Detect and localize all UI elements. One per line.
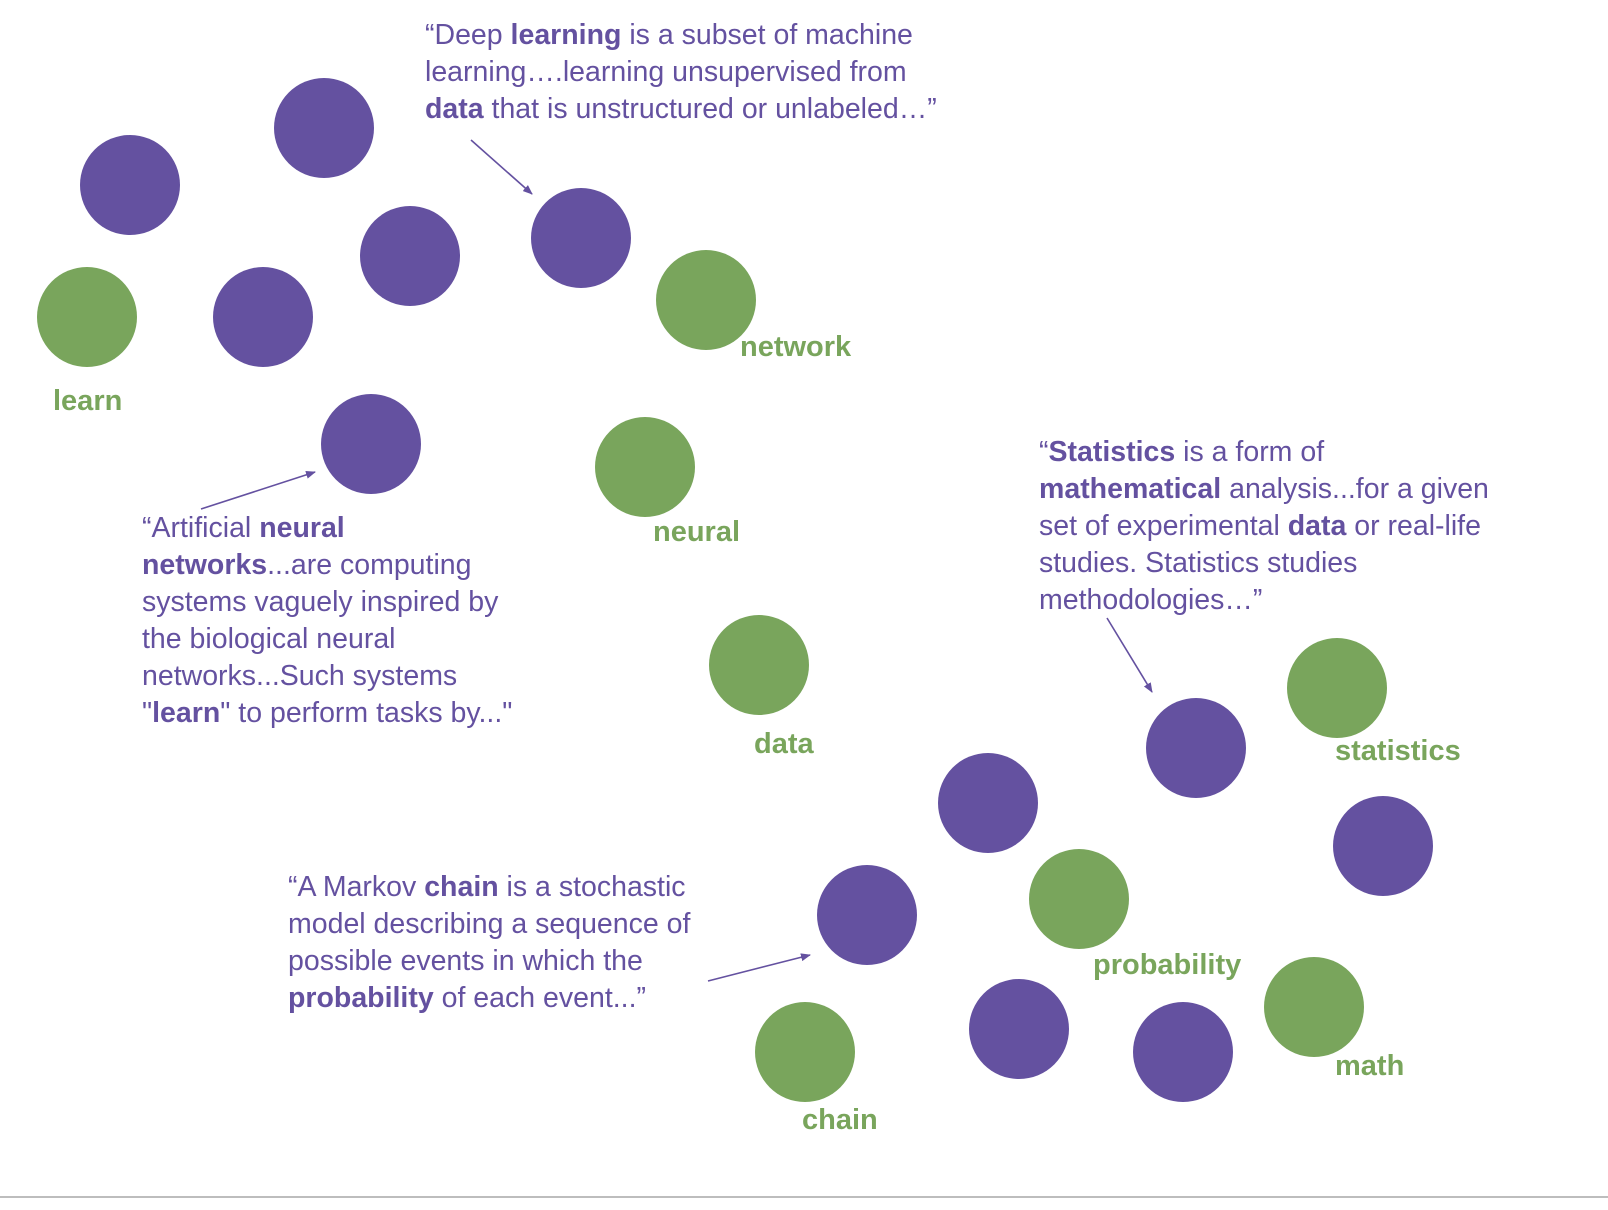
quote-line: probability of each event...”: [288, 980, 690, 1017]
arrow-markov-chain: [707, 953, 811, 982]
quote-text: the biological neural: [142, 623, 396, 655]
quote-line: set of experimental data or real-life: [1039, 508, 1489, 545]
arrow-deep-learning: [470, 139, 533, 195]
word-label-network: network: [740, 331, 852, 363]
quote-keyword: data: [425, 93, 484, 125]
word-node-network: [656, 250, 756, 350]
quote-text: is a stochastic: [498, 871, 686, 903]
quote-keyword: neural: [259, 512, 345, 544]
quote-text: that is unstructured or unlabeled…”: [483, 93, 937, 125]
word-label-statistics: statistics: [1335, 735, 1461, 767]
word-label-chain: chain: [802, 1104, 878, 1136]
arrow-statistics: [1106, 617, 1153, 693]
quote-text: “: [1039, 436, 1049, 468]
quote-keyword: Statistics: [1048, 436, 1176, 468]
quote-text: networks...Such systems: [142, 660, 458, 692]
quote-line: "learn" to perform tasks by...": [142, 695, 512, 732]
quote-text: model describing a sequence of: [288, 908, 691, 940]
quote-text: “Artificial: [142, 512, 260, 544]
quote-text: ": [142, 697, 153, 729]
quote-text: learning….learning unsupervised from: [425, 56, 907, 88]
quote-line: mathematical analysis...for a given: [1039, 471, 1489, 508]
document-node: [1133, 1002, 1233, 1102]
document-node: [969, 979, 1069, 1079]
quote-text: “A Markov: [288, 871, 425, 903]
quote-line: “Artificial neural: [142, 510, 512, 547]
quote-text: methodologies…”: [1039, 584, 1263, 616]
quote-line: studies. Statistics studies: [1039, 545, 1489, 582]
word-node-statistics: [1287, 638, 1387, 738]
quote-keyword: networks: [142, 549, 268, 581]
quote-line: data that is unstructured or unlabeled…”: [425, 91, 937, 128]
quote-text: is a subset of machine: [621, 19, 913, 51]
quote-keyword: learn: [152, 697, 221, 729]
bottom-divider: [0, 1196, 1608, 1198]
word-node-learn: [37, 267, 137, 367]
document-node-deep-learning: [531, 188, 631, 288]
word-node-data: [709, 615, 809, 715]
document-node: [274, 78, 374, 178]
quote-text: or real-life: [1346, 510, 1481, 542]
quote-text: ...are computing: [267, 549, 472, 581]
quote-keyword: chain: [424, 871, 499, 903]
word-label-probability: probability: [1093, 949, 1242, 981]
quote-text: is a form of: [1175, 436, 1325, 468]
document-node: [213, 267, 313, 367]
document-node: [80, 135, 180, 235]
quote-text: " to perform tasks by...": [220, 697, 513, 729]
quote-line: networks...are computing: [142, 547, 512, 584]
word-label-math: math: [1335, 1050, 1405, 1082]
arrow-neural-networks: [200, 470, 316, 510]
word-node-probability: [1029, 849, 1129, 949]
quote-line: “Deep learning is a subset of machine: [425, 17, 937, 54]
word-label-learn: learn: [53, 385, 123, 417]
quote-text: possible events in which the: [288, 945, 643, 977]
word-node-neural: [595, 417, 695, 517]
quote-line: systems vaguely inspired by: [142, 584, 512, 621]
quote-line: methodologies…”: [1039, 582, 1489, 619]
document-node: [360, 206, 460, 306]
document-node-statistics: [1146, 698, 1246, 798]
document-node-neural-networks: [321, 394, 421, 494]
quote-text: studies. Statistics studies: [1039, 547, 1358, 579]
quote-keyword: mathematical: [1039, 473, 1222, 505]
quote-keyword: probability: [288, 982, 434, 1014]
quote-line: “A Markov chain is a stochastic: [288, 869, 690, 906]
document-node: [1333, 796, 1433, 896]
quote-line: model describing a sequence of: [288, 906, 690, 943]
document-node: [938, 753, 1038, 853]
word-label-data: data: [754, 728, 814, 760]
quote-text: analysis...for a given: [1221, 473, 1489, 505]
quote-text: systems vaguely inspired by: [142, 586, 499, 618]
word-node-chain: [755, 1002, 855, 1102]
quote-text: of each event...”: [433, 982, 646, 1014]
document-node-markov-chain: [817, 865, 917, 965]
quote-keyword: learning: [510, 19, 622, 51]
quote-line: learning….learning unsupervised from: [425, 54, 937, 91]
word-node-math: [1264, 957, 1364, 1057]
quote-line: “Statistics is a form of: [1039, 434, 1489, 471]
quote-text: “Deep: [425, 19, 511, 51]
quote-line: the biological neural: [142, 621, 512, 658]
quote-text: set of experimental: [1039, 510, 1288, 542]
quote-keyword: data: [1287, 510, 1347, 542]
word-label-neural: neural: [653, 516, 741, 548]
quote-line: networks...Such systems: [142, 658, 512, 695]
quote-line: possible events in which the: [288, 943, 690, 980]
